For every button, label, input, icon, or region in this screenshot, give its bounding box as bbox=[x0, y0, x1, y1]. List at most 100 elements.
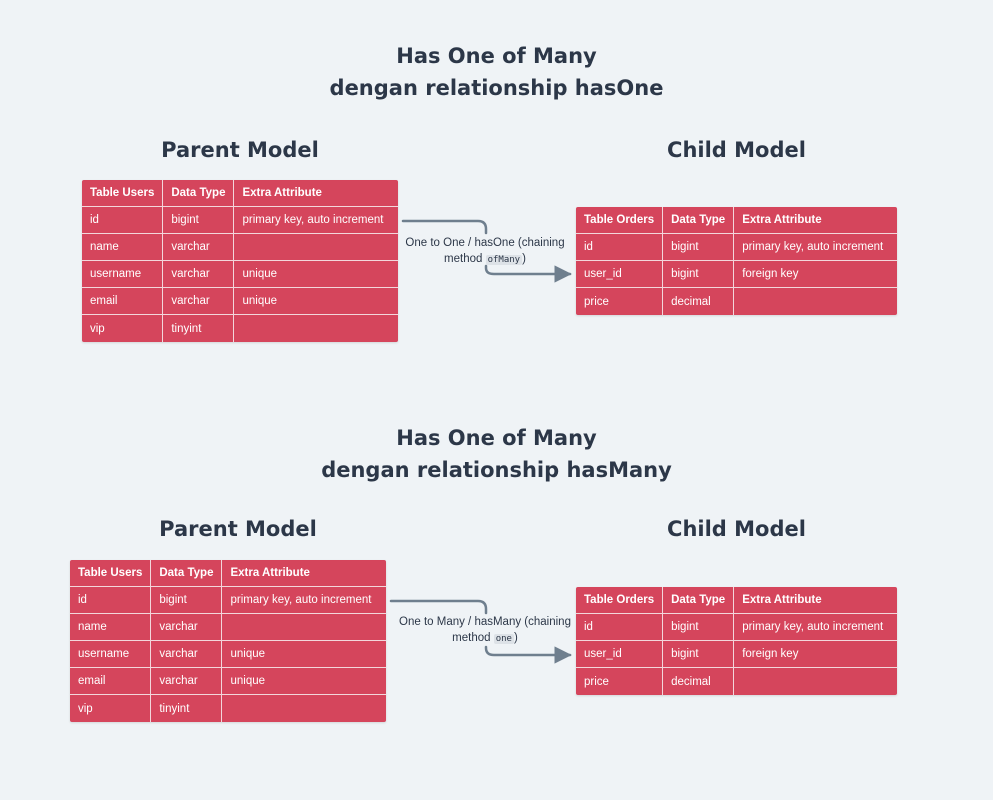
table-header-cell: Table Orders bbox=[576, 587, 664, 614]
relation-code: one bbox=[493, 634, 514, 644]
table-cell: varchar bbox=[151, 668, 223, 695]
diagram-1-child-label: Child Model bbox=[667, 138, 806, 162]
table-row: username varchar unique bbox=[70, 641, 386, 668]
diagram-2-connector-top bbox=[389, 599, 488, 615]
diagram-1-users-table: Table Users Data Type Extra Attribute id… bbox=[82, 180, 398, 342]
table-row: price decimal bbox=[576, 288, 897, 315]
table-cell: vip bbox=[70, 695, 152, 722]
table-cell: unique bbox=[222, 641, 386, 668]
table-row: id bigint primary key, auto increment bbox=[576, 614, 897, 641]
table-row: email varchar unique bbox=[82, 288, 398, 315]
table-row: id bigint primary key, auto increment bbox=[70, 587, 386, 614]
table-header-cell: Table Users bbox=[82, 180, 164, 207]
table-header-cell: Table Users bbox=[70, 560, 152, 587]
table-cell: primary key, auto increment bbox=[734, 614, 897, 641]
table-cell: unique bbox=[222, 668, 386, 695]
table-cell: tinyint bbox=[163, 315, 235, 342]
table-row: email varchar unique bbox=[70, 668, 386, 695]
diagram-2-orders-table: Table Orders Data Type Extra Attribute i… bbox=[576, 587, 897, 695]
relation-code: ofMany bbox=[485, 255, 523, 265]
table-cell: unique bbox=[234, 288, 398, 315]
table-header-cell: Data Type bbox=[163, 180, 235, 207]
table-cell: varchar bbox=[163, 234, 235, 261]
table-cell: username bbox=[70, 641, 152, 668]
diagram-1-title-line1: Has One of Many bbox=[396, 44, 597, 68]
table-header-cell: Extra Attribute bbox=[234, 180, 398, 207]
table-cell: varchar bbox=[151, 641, 223, 668]
table-cell: id bbox=[576, 234, 664, 261]
table-row: name varchar bbox=[82, 234, 398, 261]
table-cell: price bbox=[576, 668, 664, 695]
table-row: name varchar bbox=[70, 614, 386, 641]
table-cell: varchar bbox=[163, 261, 235, 288]
table-cell: foreign key bbox=[734, 641, 897, 668]
diagram-1-title-line2: dengan relationship hasOne bbox=[329, 76, 664, 100]
table-cell: varchar bbox=[151, 614, 223, 641]
table-header-row: Table Users Data Type Extra Attribute bbox=[70, 560, 386, 587]
table-cell: decimal bbox=[663, 668, 735, 695]
table-row: id bigint primary key, auto increment bbox=[576, 234, 897, 261]
table-header-row: Table Orders Data Type Extra Attribute bbox=[576, 587, 897, 614]
table-row: username varchar unique bbox=[82, 261, 398, 288]
table-cell: unique bbox=[234, 261, 398, 288]
table-cell: id bbox=[82, 207, 164, 234]
relation-text-end: ) bbox=[513, 632, 518, 644]
diagram-2-users-table: Table Users Data Type Extra Attribute id… bbox=[70, 560, 386, 722]
table-cell: name bbox=[82, 234, 164, 261]
table-cell: bigint bbox=[663, 614, 735, 641]
table-cell: user_id bbox=[576, 261, 664, 288]
table-cell: tinyint bbox=[151, 695, 223, 722]
table-cell: bigint bbox=[663, 641, 735, 668]
table-cell: varchar bbox=[163, 288, 235, 315]
table-row: user_id bigint foreign key bbox=[576, 641, 897, 668]
table-cell: email bbox=[82, 288, 164, 315]
table-row: price decimal bbox=[576, 668, 897, 695]
table-cell: bigint bbox=[163, 207, 235, 234]
table-cell bbox=[222, 614, 386, 641]
table-header-cell: Data Type bbox=[663, 207, 735, 234]
diagram-2-connector-arrow bbox=[484, 645, 572, 664]
table-cell: foreign key bbox=[734, 261, 897, 288]
diagram-1-orders-table: Table Orders Data Type Extra Attribute i… bbox=[576, 207, 897, 315]
table-cell: vip bbox=[82, 315, 164, 342]
relation-text-end: ) bbox=[522, 253, 526, 265]
table-cell: primary key, auto increment bbox=[222, 587, 386, 614]
table-row: id bigint primary key, auto increment bbox=[82, 207, 398, 234]
diagram-1-connector-arrow bbox=[484, 264, 572, 283]
table-cell: primary key, auto increment bbox=[734, 234, 897, 261]
table-cell: bigint bbox=[151, 587, 223, 614]
table-row: user_id bigint foreign key bbox=[576, 261, 897, 288]
table-cell: bigint bbox=[663, 234, 735, 261]
table-cell: id bbox=[70, 587, 152, 614]
table-cell: primary key, auto increment bbox=[234, 207, 398, 234]
table-header-row: Table Orders Data Type Extra Attribute bbox=[576, 207, 897, 234]
table-cell: price bbox=[576, 288, 664, 315]
diagram-1-connector-top bbox=[401, 219, 488, 235]
diagram-2-title-line2: dengan relationship hasMany bbox=[321, 458, 672, 482]
diagram-2-title-line1: Has One of Many bbox=[396, 426, 597, 450]
diagram-1-relation-label: One to One / hasOne (chaining method ofM… bbox=[400, 235, 570, 268]
diagram-2-title: Has One of Many dengan relationship hasM… bbox=[0, 422, 993, 486]
table-row: vip tinyint bbox=[82, 315, 398, 342]
table-cell: id bbox=[576, 614, 664, 641]
diagram-2-parent-label: Parent Model bbox=[159, 517, 317, 541]
table-cell: name bbox=[70, 614, 152, 641]
relation-text: One to One / hasOne (chaining method bbox=[405, 237, 565, 265]
table-row: vip tinyint bbox=[70, 695, 386, 722]
table-cell: username bbox=[82, 261, 164, 288]
table-header-cell: Data Type bbox=[151, 560, 223, 587]
table-header-cell: Extra Attribute bbox=[734, 207, 897, 234]
table-header-cell: Table Orders bbox=[576, 207, 664, 234]
table-cell: email bbox=[70, 668, 152, 695]
table-header-cell: Extra Attribute bbox=[734, 587, 897, 614]
relation-text: One to Many / hasMany (chaining method bbox=[399, 616, 571, 644]
table-cell: bigint bbox=[663, 261, 735, 288]
table-cell: decimal bbox=[663, 288, 735, 315]
table-cell: user_id bbox=[576, 641, 664, 668]
diagram-2-relation-label: One to Many / hasMany (chaining method o… bbox=[394, 614, 576, 647]
table-header-cell: Extra Attribute bbox=[222, 560, 386, 587]
diagram-2-child-label: Child Model bbox=[667, 517, 806, 541]
table-header-row: Table Users Data Type Extra Attribute bbox=[82, 180, 398, 207]
table-header-cell: Data Type bbox=[663, 587, 735, 614]
